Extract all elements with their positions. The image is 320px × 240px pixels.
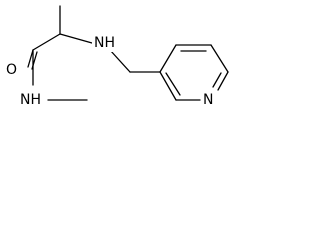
bond-lines — [27, 5, 229, 101]
amide-nitrogen-label: NH — [20, 92, 41, 108]
bond-alpha-carbonyl — [32, 33, 61, 51]
ring-inner-double-3 — [165, 72, 181, 96]
ring-bond-1 — [159, 44, 177, 73]
label-mask-oxygen — [5, 61, 21, 77]
bond-amine-ch2 — [109, 49, 131, 73]
amine-nitrogen-label: NH — [94, 35, 115, 51]
chemical-structure-diagram: O NH NH N — [5, 5, 229, 109]
atom-labels: O NH NH N — [5, 34, 217, 109]
bond-carbonyl-double-1 — [27, 49, 34, 68]
ring-bond-6 — [159, 71, 177, 101]
ring-bond-4 — [217, 71, 229, 91]
label-mask-amide-nitrogen — [18, 90, 46, 108]
label-mask-amine-nitrogen — [92, 34, 120, 52]
ring-bond-3 — [210, 44, 229, 73]
amide-oxygen-label: O — [6, 62, 17, 78]
bond-alpha-amine — [59, 33, 93, 44]
ring-inner-double-2 — [212, 72, 222, 88]
pyridine-nitrogen-label: N — [203, 92, 213, 108]
label-mask-pyridine-nitrogen — [201, 91, 217, 109]
